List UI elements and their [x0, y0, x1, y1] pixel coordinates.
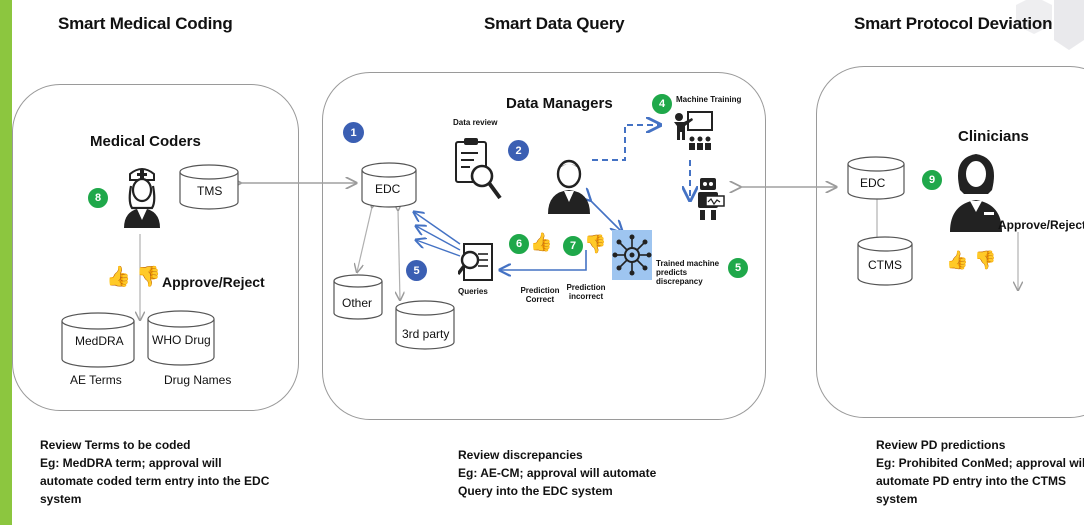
desc-line: system	[876, 492, 918, 506]
step-badge-5b: 5	[726, 256, 750, 280]
section-title-data-query: Smart Data Query	[484, 14, 625, 33]
step-badge-1: 1	[343, 122, 364, 143]
ae-terms-label: AE Terms	[70, 373, 122, 387]
thumbs-down-icon: 👎	[584, 234, 607, 254]
data-review-label: Data review	[453, 118, 498, 127]
meddra-label: MedDRA	[75, 334, 124, 348]
clinician-icon	[950, 154, 1002, 232]
desc-line: Review discrepancies	[458, 448, 583, 462]
trained-machine-tile	[612, 230, 652, 280]
edc-label: EDC	[375, 182, 401, 196]
section-title-medical-coding: Smart Medical Coding	[58, 14, 233, 33]
thumbs-up-icon: 👍	[106, 266, 131, 288]
step-badge-7: 7	[561, 234, 585, 258]
step-badge-5: 5	[406, 260, 427, 281]
role-clinicians: Clinicians	[958, 128, 1029, 145]
desc-line: system	[40, 492, 82, 506]
ctms-label: CTMS	[868, 258, 902, 272]
edc-database-right	[847, 156, 905, 200]
role-data-managers: Data Managers	[506, 95, 613, 112]
prediction-incorrect-label: Prediction incorrect	[566, 283, 606, 301]
left-accent-bar	[0, 0, 12, 525]
panel-protocol-deviation	[816, 66, 1084, 418]
query-document-icon	[458, 243, 493, 281]
desc-line: Eg: Prohibited ConMed; approval will	[876, 456, 1084, 470]
step-badge-4: 4	[650, 92, 674, 116]
edc-database	[361, 162, 417, 208]
step-badge-8: 8	[86, 186, 110, 210]
thumbs-up-icon: 👍	[946, 250, 969, 270]
left-description: Review Terms to be coded Eg: MedDRA term…	[40, 436, 269, 508]
desc-line: Query into the EDC system	[458, 484, 613, 498]
who-drug-label: WHO Drug	[152, 333, 211, 347]
queries-label: Queries	[458, 287, 488, 296]
machine-training-label: Machine Training	[676, 95, 742, 104]
tms-label: TMS	[197, 184, 223, 198]
thumbs-down-icon: 👎	[136, 266, 161, 288]
thumbs-down-icon: 👎	[974, 250, 997, 270]
desc-line: Eg: MedDRA term; approval will	[40, 456, 222, 470]
tms-database	[179, 164, 239, 210]
desc-line: Review Terms to be coded	[40, 438, 191, 452]
desc-line: Eg: AE-CM; approval will automate	[458, 466, 657, 480]
edc-label-right: EDC	[860, 176, 886, 190]
robot-icon	[698, 178, 725, 220]
meddra-database	[61, 312, 135, 368]
who-drug-database	[147, 310, 215, 366]
drug-names-label: Drug Names	[164, 373, 232, 387]
thumbs-up-icon: 👍	[530, 232, 553, 252]
section-title-protocol-deviation: Smart Protocol Deviation	[854, 14, 1053, 33]
middle-description: Review discrepancies Eg: AE-CM; approval…	[458, 446, 656, 500]
hexagon-decoration	[1016, 0, 1084, 50]
approve-reject-label-right: Approve/Reject	[998, 218, 1084, 232]
prediction-correct-label: Prediction Correct	[520, 286, 560, 304]
trainer-presentation-icon	[674, 111, 713, 150]
other-label: Other	[342, 296, 373, 310]
desc-line: Review PD predictions	[876, 438, 1006, 452]
role-medical-coders: Medical Coders	[90, 133, 201, 150]
nurse-icon	[124, 168, 160, 228]
ai-network-icon	[612, 234, 652, 276]
third-party-label: 3rd party	[402, 327, 450, 341]
step-badge-6: 6	[507, 232, 531, 256]
third-party-database	[395, 300, 455, 350]
approve-reject-label: Approve/Reject	[162, 274, 265, 290]
trained-machine-label: Trained machine predicts discrepancy	[656, 259, 720, 286]
other-database	[333, 274, 383, 320]
desc-line: automate coded term entry into the EDC	[40, 474, 270, 488]
ctms-database	[857, 236, 913, 286]
step-badge-2: 2	[508, 140, 529, 161]
data-manager-icon	[548, 159, 590, 214]
right-description: Review PD predictions Eg: Prohibited Con…	[876, 436, 1084, 508]
clipboard-search-icon	[455, 138, 502, 200]
step-badge-9: 9	[920, 168, 944, 192]
desc-line: automate PD entry into the CTMS	[876, 474, 1067, 488]
